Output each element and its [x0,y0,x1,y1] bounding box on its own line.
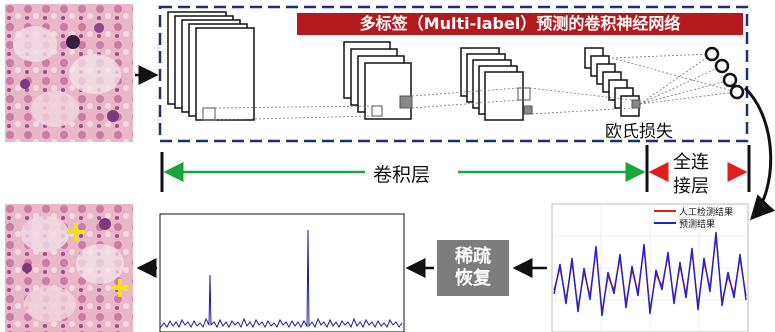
loss-label: 欧氏损失 [605,122,673,142]
cnn-to-plot-arrow [743,86,775,221]
prediction-plot [551,203,749,332]
histology-image-input [5,4,133,142]
detection-marker [111,279,129,297]
sparse-recovery-box: 稀疏 恢复 [437,240,509,296]
feature-map-stack-3 [460,47,524,121]
network-title: 多标签（Multi-label）预测的卷积神经网络 [297,13,743,35]
feature-map-stack-1 [167,11,255,121]
feature-map-stack-2 [343,41,412,120]
sparse-recovery-line2: 恢复 [455,268,491,289]
sparse-signal-plot [159,213,405,332]
conv-layer-label: 卷积层 [373,164,431,186]
sparse-recovery-line1: 稀疏 [455,246,491,267]
predicted-result-line [553,231,747,317]
legend-manual-label: 人工检测结果 [679,208,734,218]
fc-layer-label-line2: 接层 [673,176,709,197]
legend-predicted-label: 预测结果 [679,220,716,230]
receptive-field-lines [214,53,737,121]
output-neurons [704,46,745,100]
cnn-frame [158,5,749,143]
histology-image-output [5,204,133,332]
detection-marker [67,223,85,241]
fc-layer-label-line1: 全连 [673,152,709,173]
